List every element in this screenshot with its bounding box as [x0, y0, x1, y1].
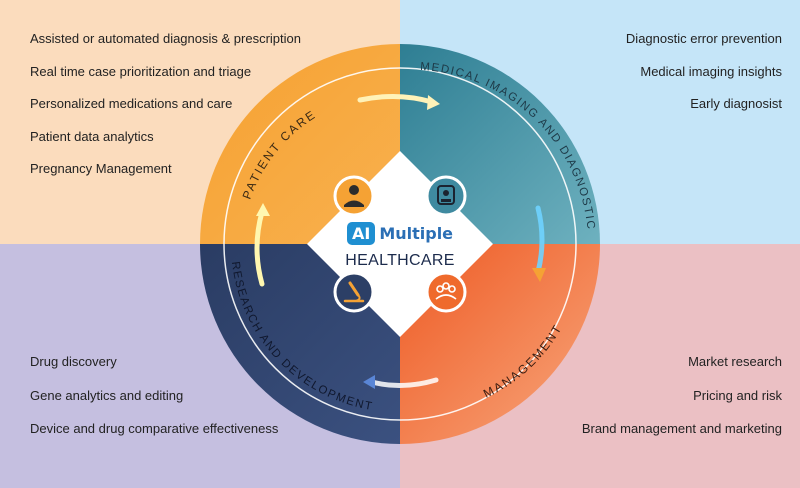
list-item: Gene analytics and editing — [30, 387, 184, 403]
center-title: HEALTHCARE — [345, 252, 455, 269]
logo-ai-badge: AI — [346, 221, 376, 245]
list-item: Device and drug comparative effectivenes… — [30, 421, 279, 436]
list-item: Brand management and marketing — [581, 421, 782, 436]
list-item: Personalized medications and care — [30, 96, 233, 111]
logo-text: Multiple — [379, 223, 454, 243]
list-item: Diagnostic error prevention — [625, 31, 782, 46]
list-item: Pregnancy Management — [30, 161, 172, 176]
medical-imaging-list: Diagnostic error prevention Medical imag… — [626, 31, 782, 129]
team-icon — [425, 271, 467, 313]
arrow-left-icon — [254, 203, 270, 287]
list-item: Medical imaging insights — [640, 63, 782, 79]
list-item: Real time case prioritization and triage — [30, 63, 252, 79]
arrow-top-icon — [357, 93, 440, 110]
list-item: Pricing and risk — [693, 387, 782, 403]
research-list: Drug discovery Gene analytics and editin… — [30, 354, 278, 455]
doctor-icon — [333, 175, 375, 217]
list-item: Market research — [688, 354, 782, 369]
inner-ring — [223, 67, 577, 421]
list-item: Early diagnosist — [690, 96, 782, 111]
list-item: Patient data analytics — [30, 128, 154, 144]
arrow-bottom-icon — [363, 375, 439, 389]
patient-care-list: Assisted or automated diagnosis & prescr… — [30, 31, 301, 194]
list-item: Drug discovery — [30, 354, 117, 369]
arrow-right-icon — [532, 205, 546, 282]
scanner-icon — [425, 175, 467, 217]
aimultiple-logo: AI Multiple — [346, 218, 454, 248]
management-list: Market research Pricing and risk Brand m… — [582, 354, 782, 455]
microscope-icon — [333, 271, 375, 313]
list-item: Assisted or automated diagnosis & prescr… — [30, 31, 301, 46]
